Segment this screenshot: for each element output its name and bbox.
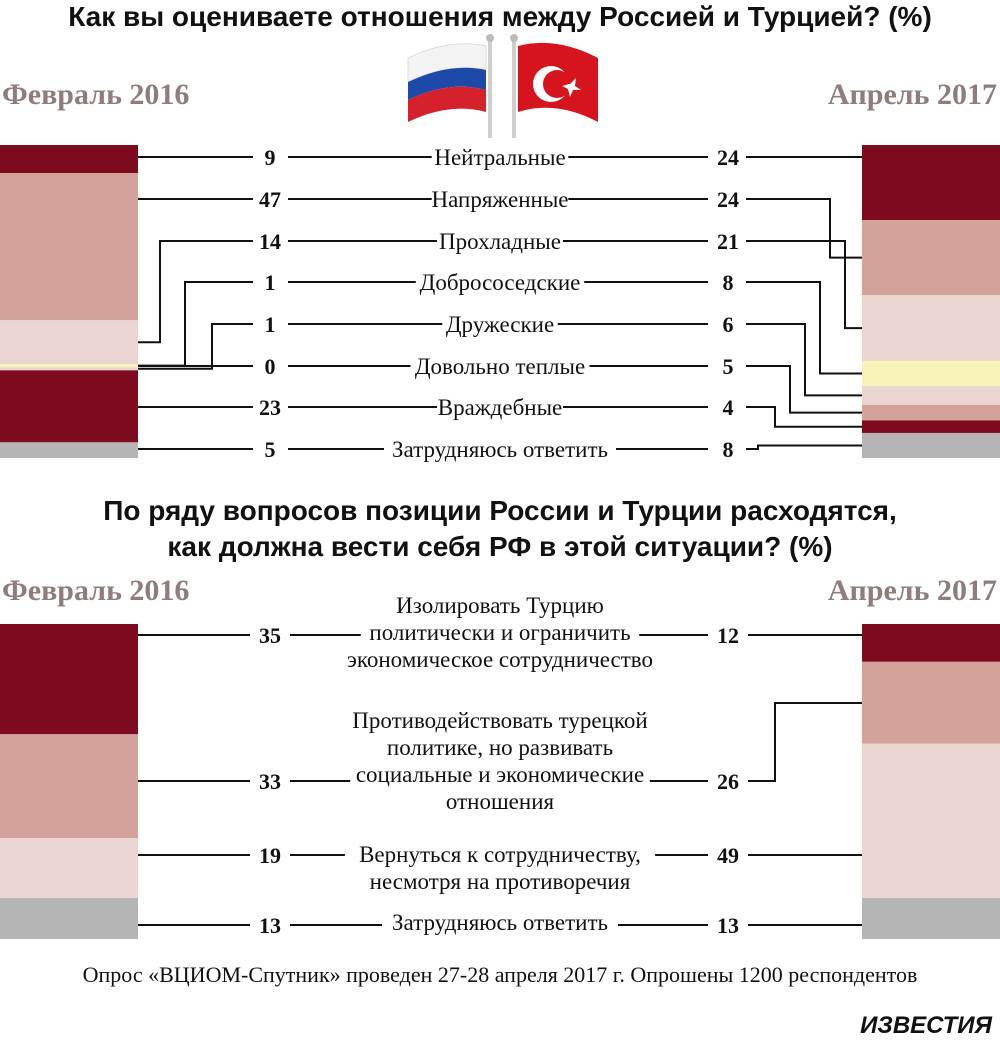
value-apr2017-8: 8 xyxy=(723,437,734,462)
value-feb2016-4: 1 xyxy=(265,270,276,295)
bar-left-option-1 xyxy=(0,624,138,735)
connector-right-3 xyxy=(746,240,862,330)
value-apr2017-option-2: 26 xyxy=(717,769,739,794)
chart2-title-line1: По ряду вопросов позиции России и Турции… xyxy=(103,495,897,526)
value-feb2016-option-3: 19 xyxy=(259,843,281,868)
value-apr2017-option-3: 49 xyxy=(717,843,739,868)
chart1-title: Как вы оцениваете отношения между Россие… xyxy=(68,1,932,32)
label-8: Затрудняюсь ответить xyxy=(392,437,608,462)
connector-right-5 xyxy=(746,323,862,397)
label-3: Прохладные xyxy=(439,229,561,254)
connector-right-4 xyxy=(746,281,862,375)
value-feb2016-1: 9 xyxy=(265,145,276,170)
value-feb2016-2: 47 xyxy=(259,187,281,212)
value-apr2017-option-4: 13 xyxy=(717,913,739,938)
label-2: Напряженные xyxy=(432,187,569,212)
connector-left-5 xyxy=(138,323,253,370)
bar-right-item-8 xyxy=(862,432,1000,458)
chart2-period-left: Февраль 2016 xyxy=(2,574,190,607)
value-feb2016-6: 0 xyxy=(265,354,276,379)
chart1-period-left: Февраль 2016 xyxy=(2,78,190,111)
value-apr2017-3: 21 xyxy=(717,229,739,254)
bar-left-item-1 xyxy=(0,145,138,174)
value-apr2017-2: 24 xyxy=(717,187,739,212)
connector-right-6 xyxy=(746,365,862,414)
label-5: Дружеские xyxy=(446,312,554,337)
bar-left-option-4 xyxy=(0,898,138,939)
option-3-line-1: Вернуться к сотрудничеству, xyxy=(359,842,641,867)
bar-right-item-4 xyxy=(862,360,1000,387)
chart1-period-right: Апрель 2017 xyxy=(827,78,997,111)
connector-right-7 xyxy=(746,406,862,428)
bar-right-item-6 xyxy=(862,404,1000,421)
russia-turkey-flags-icon xyxy=(407,34,598,138)
option-2-line-2: политике, но развивать xyxy=(387,735,613,760)
bar-left-item-2 xyxy=(0,173,138,321)
value-feb2016-option-1: 35 xyxy=(259,623,281,648)
value-apr2017-1: 24 xyxy=(717,145,739,170)
value-apr2017-7: 4 xyxy=(723,395,734,420)
option-3-line-2: несмотря на противоречия xyxy=(370,869,631,894)
bar-left-item-8 xyxy=(0,442,138,458)
bar-left-item-4 xyxy=(0,364,138,368)
option-2-line-4: отношения xyxy=(446,789,555,814)
label-7: Враждебные xyxy=(438,395,563,420)
option-2-line-3: социальные и экономические xyxy=(356,762,644,787)
survey-footnote: Опрос «ВЦИОМ-Спутник» проведен 27-28 апр… xyxy=(82,962,918,987)
value-feb2016-8: 5 xyxy=(265,437,276,462)
connector-left-3 xyxy=(138,240,253,344)
option-4-line-1: Затрудняюсь ответить xyxy=(392,910,608,935)
option-2-line-1: Противодействовать турецкой xyxy=(352,708,647,733)
bar-left-item-5 xyxy=(0,367,138,371)
value-feb2016-3: 14 xyxy=(259,229,281,254)
value-apr2017-option-1: 12 xyxy=(717,623,739,648)
value-apr2017-6: 5 xyxy=(723,354,734,379)
bar-right-item-7 xyxy=(862,420,1000,433)
bar-right-item-1 xyxy=(862,145,1000,221)
bar-right-item-2 xyxy=(862,220,1000,296)
label-1: Нейтральные xyxy=(434,145,565,170)
value-feb2016-option-2: 33 xyxy=(259,769,281,794)
option-1-line-1: Изолировать Турцию xyxy=(396,593,604,618)
bar-left-item-3 xyxy=(0,320,138,365)
chart2-title-line2: как должна вести себя РФ в этой ситуации… xyxy=(167,531,833,562)
label-4: Добрососедские xyxy=(420,270,581,295)
option-1-line-2: политически и ограничить xyxy=(369,620,630,645)
value-feb2016-5: 1 xyxy=(265,312,276,337)
bar-right-option-4 xyxy=(862,898,1000,939)
value-feb2016-option-4: 13 xyxy=(259,913,281,938)
value-feb2016-7: 23 xyxy=(259,395,281,420)
bar-left-option-3 xyxy=(0,838,138,899)
bar-right-item-3 xyxy=(862,295,1000,361)
label-6: Довольно теплые xyxy=(415,354,585,379)
bar-right-option-3 xyxy=(862,743,1000,899)
bar-right-option-2 xyxy=(862,661,1000,744)
bar-right-option-1 xyxy=(862,624,1000,662)
value-apr2017-5: 6 xyxy=(723,312,734,337)
izvestia-logo: ИЗВЕСТИЯ xyxy=(860,1012,992,1039)
value-apr2017-4: 8 xyxy=(723,270,734,295)
bar-left-item-7 xyxy=(0,370,138,443)
bar-left-option-2 xyxy=(0,734,138,839)
option-1-line-3: экономическое сотрудничество xyxy=(347,647,653,672)
bar-right-item-5 xyxy=(862,386,1000,405)
connector-right-option-2 xyxy=(748,702,862,782)
chart2-period-right: Апрель 2017 xyxy=(827,574,997,607)
connector-right-8 xyxy=(746,444,862,450)
